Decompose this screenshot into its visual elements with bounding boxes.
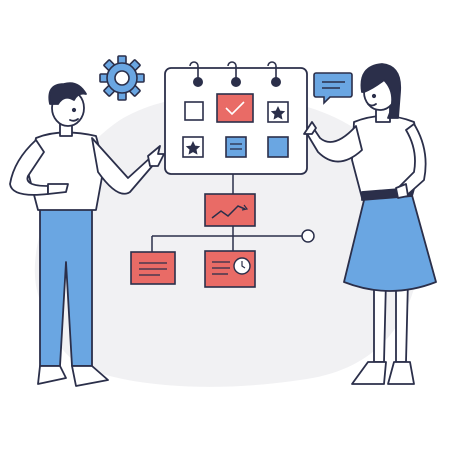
text-card <box>130 251 176 285</box>
clock-card <box>204 250 256 288</box>
background-blob <box>34 95 422 387</box>
trend-chart-card <box>204 193 256 227</box>
calendar-cell-blue <box>267 136 289 158</box>
star-icon <box>270 106 286 120</box>
clock-icon <box>233 257 251 275</box>
flow-connectors <box>151 174 302 252</box>
woman-figure <box>303 63 437 385</box>
check-icon <box>225 101 245 116</box>
calendar-cell-note <box>225 136 247 158</box>
calendar-cell-empty <box>184 101 204 121</box>
man-figure <box>9 82 165 387</box>
woman-shoe-left <box>351 361 387 385</box>
man-arm-left <box>9 139 49 196</box>
flow-end-node <box>301 229 315 243</box>
calendar-cell-starred <box>267 101 289 123</box>
woman-skirt <box>343 187 437 292</box>
man-hand-left <box>47 183 69 195</box>
man-shoe-left <box>37 365 67 385</box>
calendar-cell-checked <box>216 93 254 123</box>
star-icon <box>185 141 201 155</box>
woman-shoe-right <box>387 361 415 385</box>
woman-hand-right <box>395 183 409 199</box>
woman-hand-left <box>303 121 317 135</box>
chat-bubble-icon <box>313 72 353 105</box>
woman-hair <box>360 63 402 119</box>
man-hand-right <box>147 145 165 167</box>
calendar-cell-starred <box>182 136 204 158</box>
man-shoe-right <box>71 365 109 387</box>
man-hair <box>48 82 87 105</box>
gear-icon <box>99 55 145 101</box>
trend-chart-icon <box>211 205 246 219</box>
calendar-board <box>164 61 308 175</box>
